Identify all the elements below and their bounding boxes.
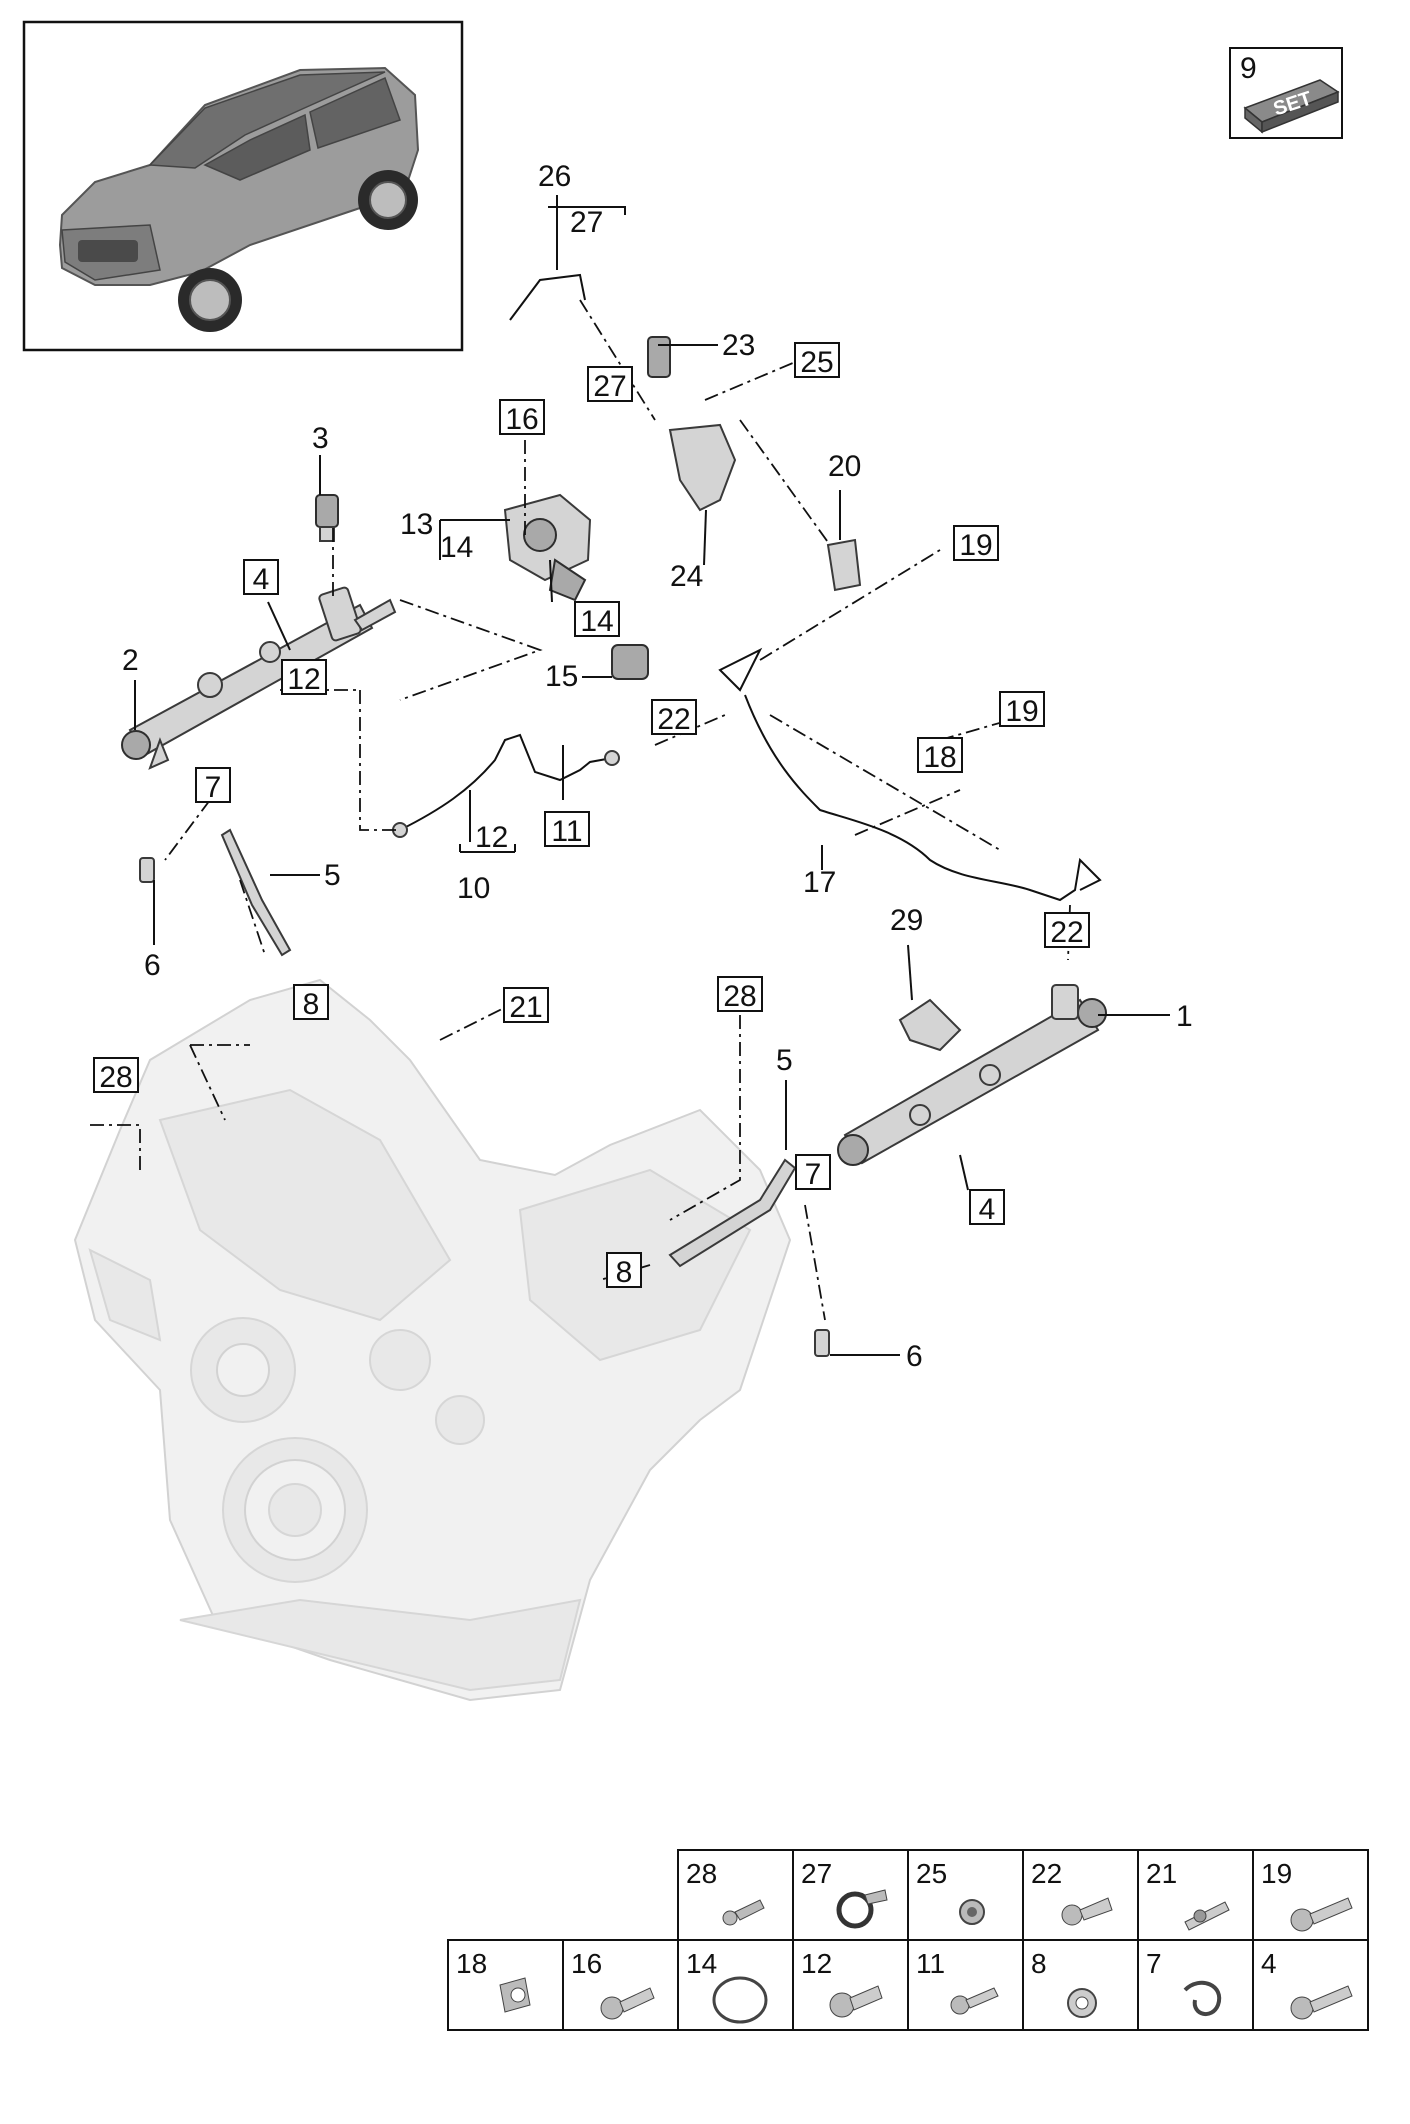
callout-17: 17 (803, 866, 836, 899)
bracket-24 (668, 423, 737, 512)
legend-cell-8: 8 (1031, 1948, 1047, 1979)
boxed-callout-22-upper: 22 (657, 703, 690, 736)
boxed-callout-8-upper: 8 (303, 988, 320, 1021)
callout-13: 13 (400, 508, 433, 541)
legend-cell-19: 19 (1261, 1858, 1292, 1889)
boxed-callout-25: 25 (800, 346, 833, 379)
boxed-callout-4-right: 4 (979, 1193, 996, 1226)
legend-row-1: 28 27 25 22 21 19 (677, 1849, 1369, 1941)
boxed-callout-16: 16 (505, 403, 538, 436)
threaded-fitting-icon (1061, 1897, 1113, 1926)
callout-2: 2 (122, 644, 139, 677)
legend-cell-21: 21 (1146, 1858, 1177, 1889)
callout-5-left: 5 (324, 859, 341, 892)
legend-cell-16: 16 (571, 1948, 602, 1979)
callout-20: 20 (828, 450, 861, 483)
callout-24: 24 (670, 560, 703, 593)
boxed-callout-27: 27 (593, 370, 626, 403)
vehicle-thumbnail (22, 20, 464, 352)
boxed-callout-19-lower: 19 (1005, 695, 1038, 728)
car-illustration (58, 66, 420, 332)
legend-cell-25: 25 (916, 1858, 947, 1889)
spring-clip-icon (1183, 1980, 1222, 2016)
callout-23: 23 (722, 329, 755, 362)
clamp-right (814, 1329, 830, 1357)
callout-29: 29 (890, 904, 923, 937)
flange-bolt-icon (600, 1987, 655, 2020)
right-fuel-rail (837, 984, 1107, 1166)
boxed-callout-21: 21 (509, 991, 542, 1024)
holder-20 (826, 538, 862, 592)
legend-cell-27: 27 (801, 1858, 832, 1889)
pressure-sensor-3 (315, 494, 339, 542)
boxed-callout-12-rail: 12 (287, 663, 320, 696)
legend-cell-7: 7 (1146, 1948, 1162, 1979)
union-nut-icon (829, 1985, 883, 2018)
boxed-callout-11: 11 (551, 815, 582, 848)
clamp-bracket-icon (499, 1977, 531, 2013)
hex-bolt-icon (1290, 1985, 1353, 2020)
line-26 (509, 273, 586, 321)
leader-lines (134, 195, 1170, 1356)
callout-15: 15 (545, 660, 578, 693)
legend-cell-28: 28 (686, 1858, 717, 1889)
callout-3: 3 (312, 422, 329, 455)
callout-1: 1 (1176, 1000, 1193, 1033)
boxed-callout-7-left: 7 (205, 771, 222, 804)
legend-cell-12: 12 (801, 1948, 832, 1979)
callout-9: 9 (1240, 52, 1257, 85)
ball-stud-icon (722, 1899, 765, 1926)
stud-bolt-icon (1184, 1901, 1230, 1931)
callout-14-pump: 14 (440, 531, 473, 564)
engine-block (73, 978, 792, 1702)
boxed-callout-28-right: 28 (723, 980, 756, 1013)
boxed-callout-19-upper: 19 (959, 529, 992, 562)
fuel-line-10 (392, 733, 620, 838)
clamp-left (139, 857, 155, 883)
legend-cell-14: 14 (686, 1948, 717, 1979)
high-pressure-pump (503, 493, 592, 602)
callout-12-line: 12 (475, 821, 508, 854)
sensor-23 (647, 336, 671, 378)
legend-cell-18: 18 (456, 1948, 487, 1979)
legend-cell-4: 4 (1261, 1948, 1277, 1979)
o-ring-icon (712, 1976, 768, 2024)
bracket-29 (898, 998, 962, 1052)
boxed-callout-4-left: 4 (253, 563, 270, 596)
boxed-callout-14: 14 (580, 605, 613, 638)
boxed-callout-8-lower: 8 (616, 1256, 633, 1289)
callouts: 1 2 3 5 5 6 6 10 13 14 15 17 20 23 24 26… (122, 160, 1193, 1373)
fuel-line-17 (718, 647, 1102, 902)
pump-tappet-15 (611, 644, 649, 680)
callout-10: 10 (457, 872, 490, 905)
callout-6-left: 6 (144, 949, 161, 982)
parts-legend-table: 28 27 25 22 21 19 18 16 (447, 1849, 1369, 2031)
screw-icon (950, 1987, 999, 2015)
bolt-icon (1290, 1897, 1353, 1932)
boxed-callout-22-lower: 22 (1050, 916, 1083, 949)
callout-6-right: 6 (906, 1340, 923, 1373)
callout-26: 26 (538, 160, 571, 193)
hose-clip-icon (836, 1889, 888, 1929)
set-kit-box: 9 SET (1229, 47, 1343, 139)
boxed-callout-7-right: 7 (805, 1158, 822, 1191)
injector-left (220, 828, 292, 957)
grommet-icon (959, 1899, 985, 1925)
boxed-callout-18: 18 (923, 741, 956, 774)
boxed-callouts: 4 4 7 7 8 8 11 12 14 16 18 19 19 21 22 2… (93, 342, 1090, 1289)
seal-ring-icon (1067, 1988, 1097, 2018)
callout-5-right: 5 (776, 1044, 793, 1077)
legend-row-2: 18 16 14 12 11 8 7 4 (447, 1939, 1369, 2031)
legend-cell-22: 22 (1031, 1858, 1062, 1889)
callout-27-bracket: 27 (570, 206, 603, 239)
legend-cell-11: 11 (916, 1948, 945, 1979)
boxed-callout-28-left: 28 (99, 1061, 132, 1094)
left-fuel-rail (121, 586, 397, 770)
